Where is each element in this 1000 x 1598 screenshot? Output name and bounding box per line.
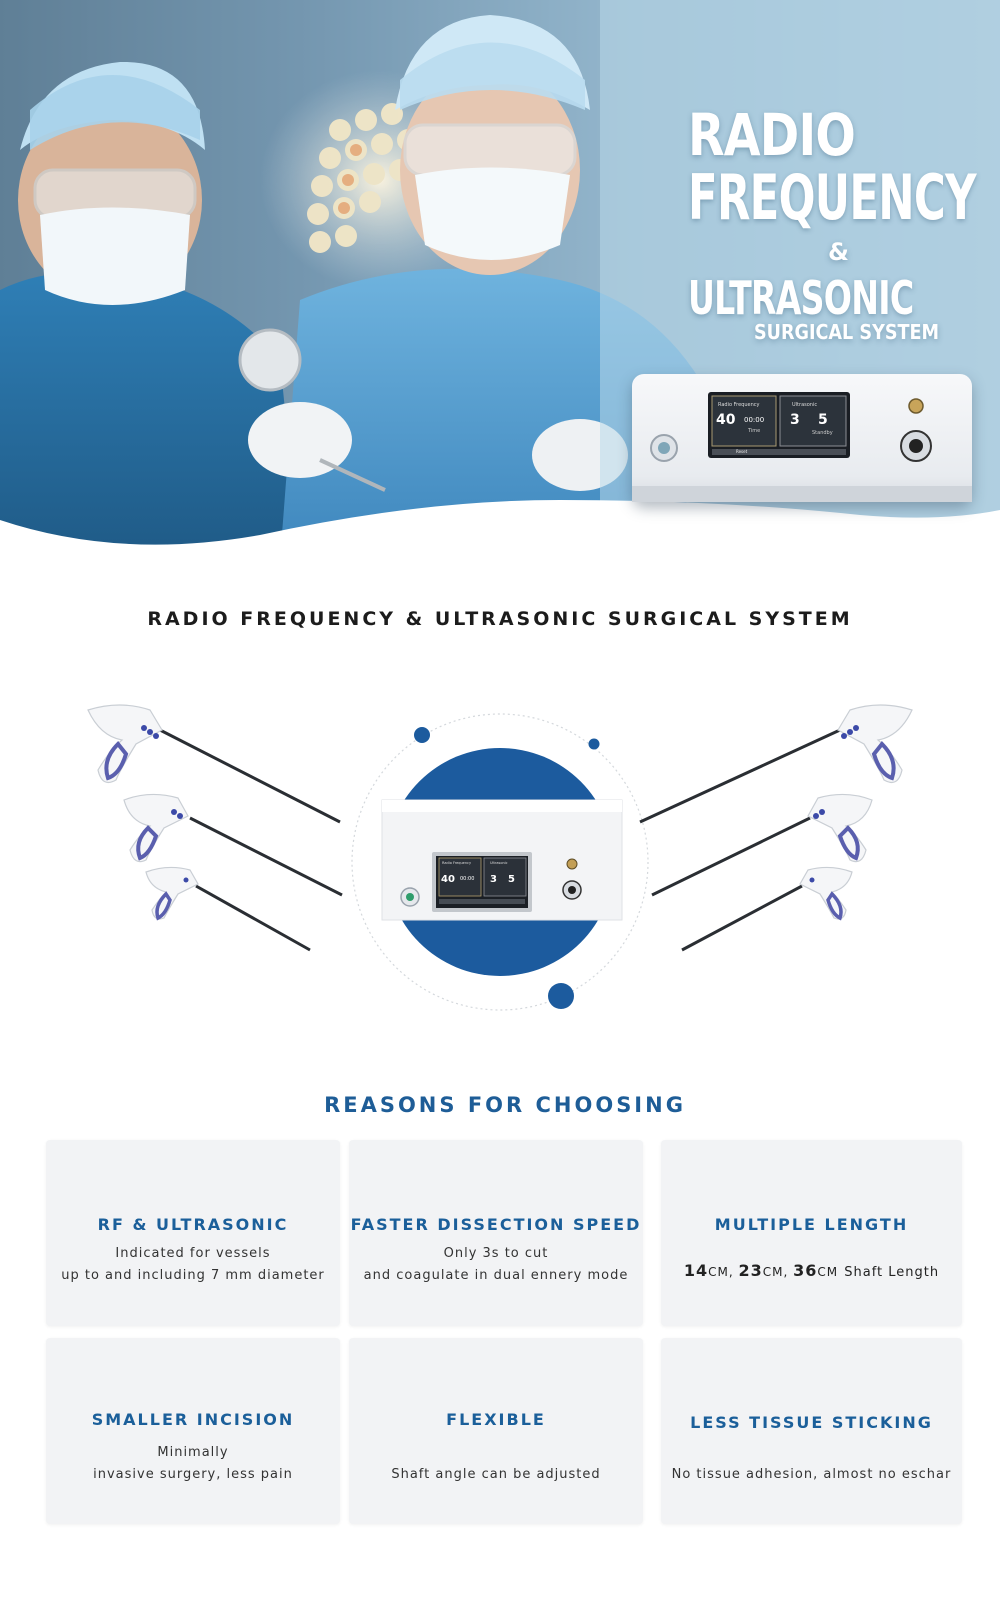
reason-card-desc-line2: Shaft angle can be adjusted <box>391 1467 601 1482</box>
length-separator: , <box>728 1265 739 1279</box>
hero-title: RADIO FREQUENCY & ULTRASONIC SURGICAL SY… <box>688 104 988 342</box>
hero-device-image: Radio Frequency Ultrasonic 40 00:00 Time… <box>632 374 972 502</box>
product-screen-time-value: 00:00 <box>460 876 474 882</box>
product-screen-rf-label: Radio Frequency <box>442 861 471 865</box>
hero-title-line2: FREQUENCY <box>688 161 976 234</box>
reason-card-desc: Shaft angle can be adjusted <box>349 1464 643 1486</box>
reason-card-desc-line2: and coagulate in dual ennery mode <box>363 1268 629 1283</box>
product-screen-us-value-a: 3 <box>490 874 497 885</box>
reasons-title: REASONS FOR CHOOSING <box>324 1093 686 1117</box>
hero-screen-time-value: 00:00 <box>744 416 765 424</box>
hero-screen-rf-value: 40 <box>716 412 736 428</box>
reason-card-desc: Minimally invasive surgery, less pain <box>46 1442 340 1486</box>
hero-title-line4: SURGICAL SYSTEM <box>754 320 940 344</box>
hero-screen-us-value-a: 3 <box>790 412 800 428</box>
reason-card-title: LESS TISSUE STICKING <box>690 1413 933 1432</box>
instrument-left-long <box>87 704 341 824</box>
reason-card-smaller-incision: SMALLER INCISION Minimally invasive surg… <box>46 1338 340 1524</box>
product-screen-rf-value: 40 <box>441 874 455 885</box>
reason-card-desc: Indicated for vessels up to and includin… <box>46 1243 340 1287</box>
hero-title-ampersand: & <box>828 238 849 266</box>
hero-screen-us-label: Ultrasonic <box>792 402 818 408</box>
hero-title-line3: ULTRASONIC <box>688 271 914 325</box>
orbit-dot <box>414 727 430 743</box>
product-screen-us-label: Ultrasonic <box>490 861 508 865</box>
reason-card-title: FASTER DISSECTION SPEED <box>350 1215 642 1234</box>
hero-screen-time-label: Time <box>748 428 761 434</box>
reason-card-desc-line2: No tissue adhesion, almost no eschar <box>671 1467 952 1482</box>
reason-card-title: FLEXIBLE <box>446 1410 546 1429</box>
orbit-dot <box>588 738 600 750</box>
hero-surgeons-photo <box>0 0 1000 560</box>
product-device <box>381 799 623 921</box>
reason-card-title: MULTIPLE LENGTH <box>714 1215 909 1234</box>
reason-card-desc-line1: Indicated for vessels <box>115 1246 271 1261</box>
length-value-3: 36 <box>793 1261 818 1280</box>
reason-card-desc-line2: invasive surgery, less pain <box>93 1467 293 1482</box>
length-value-2: 23 <box>738 1261 763 1280</box>
length-unit-1: CM <box>708 1265 729 1279</box>
instrument-right-short <box>681 866 853 952</box>
product-illustration: Radio Frequency Ultrasonic 40 00:00 3 5 <box>87 704 913 1011</box>
reason-card-desc: No tissue adhesion, almost no eschar <box>661 1464 962 1486</box>
length-unit-3: CM <box>817 1265 839 1279</box>
section-title: RADIO FREQUENCY & ULTRASONIC SURGICAL SY… <box>147 608 853 630</box>
reason-card-title: SMALLER INCISION <box>91 1410 295 1429</box>
hero-screen-status: Standby <box>812 430 833 436</box>
length-suffix: Shaft Length <box>844 1265 940 1280</box>
hero-banner: RADIO FREQUENCY & ULTRASONIC SURGICAL SY… <box>0 0 1000 560</box>
reason-card-desc: 14CM, 23CM, 36CM Shaft Length <box>661 1260 962 1284</box>
reason-card-desc-line1: Only 3s to cut <box>443 1246 549 1261</box>
reason-card-flexible: FLEXIBLE Shaft angle can be adjusted <box>349 1338 643 1524</box>
orbit-ring <box>351 713 649 1011</box>
hero-screen-rf-label: Radio Frequency <box>718 402 760 408</box>
reason-card-dissection-speed: FASTER DISSECTION SPEED Only 3s to cut a… <box>349 1140 643 1326</box>
instrument-right-medium <box>651 793 873 897</box>
hero-title-line1: RADIO <box>688 101 856 169</box>
hero-screen-button: Reset <box>736 449 748 454</box>
instrument-left-short <box>145 866 311 952</box>
instrument-left-medium <box>123 793 343 897</box>
product-screen-us-value-b: 5 <box>508 874 515 885</box>
reason-card-title: RF & ULTRASONIC <box>97 1215 289 1234</box>
length-value-1: 14 <box>683 1261 709 1280</box>
reason-card-desc-line2: up to and including 7 mm diameter <box>61 1268 325 1283</box>
length-unit-2: CM <box>762 1265 784 1279</box>
reason-card-less-sticking: LESS TISSUE STICKING No tissue adhesion,… <box>661 1338 962 1524</box>
shaft-lengths: 14CM, 23CM, 36CM Shaft Length <box>661 1260 962 1284</box>
hero-screen-us-value-b: 5 <box>818 412 828 428</box>
orbit-dot <box>548 983 574 1009</box>
reason-card-desc: Only 3s to cut and coagulate in dual enn… <box>349 1243 643 1287</box>
length-separator: , <box>783 1265 794 1279</box>
reasons-grid: RF & ULTRASONIC Indicated for vessels up… <box>46 1140 962 1524</box>
reason-card-rf-ultrasonic: RF & ULTRASONIC Indicated for vessels up… <box>46 1140 340 1326</box>
reason-card-multiple-length: MULTIPLE LENGTH 14CM, 23CM, 36CM Shaft L… <box>661 1140 962 1326</box>
instrument-right-long <box>639 704 913 824</box>
reason-card-desc-line1: Minimally <box>157 1445 229 1460</box>
